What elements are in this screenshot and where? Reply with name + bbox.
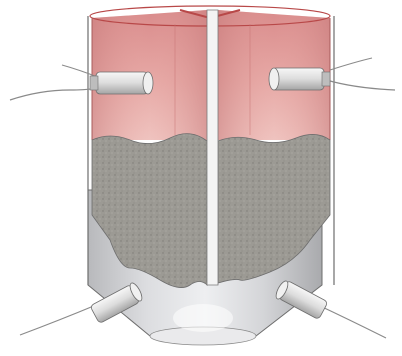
cable-icon: [10, 85, 100, 100]
cable-icon: [320, 78, 395, 90]
divider-wall: [207, 10, 218, 285]
outlet-dust: [173, 304, 233, 332]
cable-icon: [20, 305, 96, 335]
cable-icon: [318, 305, 386, 338]
cable-icon: [330, 58, 372, 70]
sensor-lower-left: [20, 281, 144, 335]
sensor-icon: [269, 68, 330, 90]
sensor-icon: [90, 72, 153, 94]
